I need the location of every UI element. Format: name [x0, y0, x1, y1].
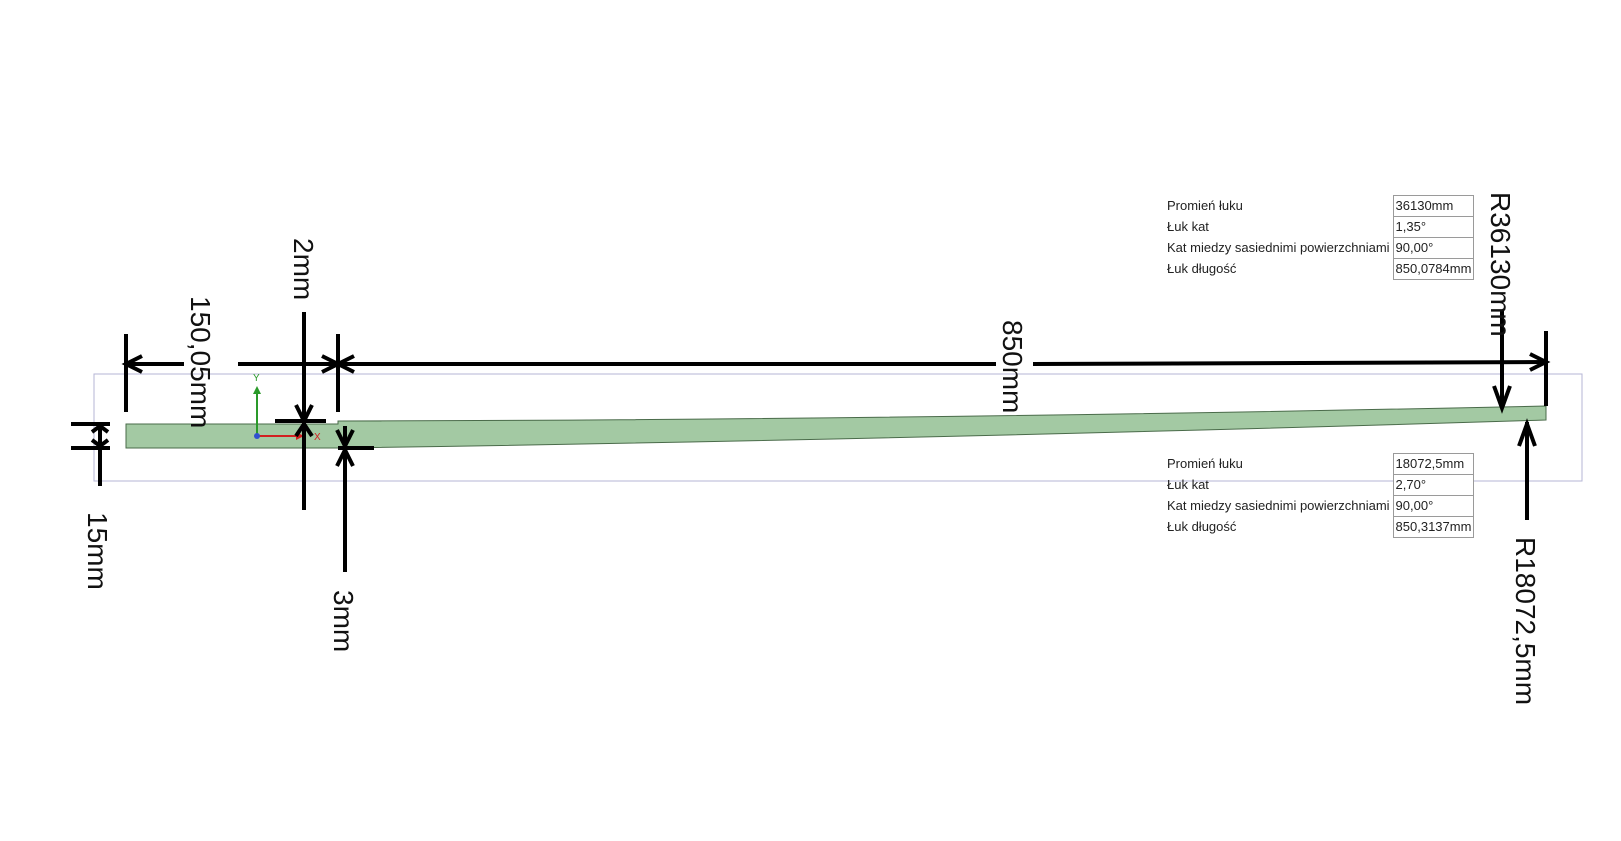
dimension-radius-top-label: R36130mm — [1485, 192, 1516, 337]
property-label: Promień łuku — [1167, 198, 1243, 213]
table-row: Kat miedzy sasiednimi powierzchniami 90,… — [1165, 237, 1475, 259]
part-body[interactable] — [125, 405, 1547, 449]
axis-y-arrow-icon — [253, 386, 261, 394]
table-row: Promień łuku 18072,5mm — [1165, 453, 1475, 475]
arc-properties-top: Promień łuku 36130mm Łuk kat 1,35° Kat m… — [1165, 195, 1475, 280]
property-label: Łuk kat — [1167, 477, 1209, 492]
property-value[interactable]: 90,00° — [1392, 237, 1475, 259]
property-value[interactable]: 850,0784mm — [1392, 258, 1475, 280]
selection-frame — [93, 373, 1583, 482]
property-label: Kat miedzy sasiednimi powierzchniami — [1167, 240, 1390, 255]
dimension-length-label: 850mm — [997, 320, 1028, 413]
dimension-step-bottom-label: 3mm — [328, 590, 359, 652]
property-label: Kat miedzy sasiednimi powierzchniami — [1167, 498, 1390, 513]
dimension-thickness[interactable] — [71, 422, 110, 486]
property-value[interactable]: 36130mm — [1392, 195, 1475, 217]
dimension-step-top[interactable] — [275, 312, 326, 510]
dimension-radius-bottom-label: R18072,5mm — [1510, 537, 1541, 705]
property-label: Łuk długość — [1167, 519, 1237, 534]
property-label: Łuk długość — [1167, 261, 1237, 276]
table-row: Łuk długość 850,3137mm — [1165, 516, 1475, 538]
arc-properties-bottom: Promień łuku 18072,5mm Łuk kat 2,70° Kat… — [1165, 453, 1475, 538]
origin-point — [254, 433, 260, 439]
dimension-offset-label: 150,05mm — [185, 296, 216, 428]
dimension-length[interactable] — [333, 331, 1551, 406]
dimension-step-top-label: 2mm — [288, 238, 319, 300]
property-value[interactable]: 2,70° — [1392, 474, 1475, 496]
axis-y-label: Y — [253, 373, 260, 384]
property-label: Łuk kat — [1167, 219, 1209, 234]
dimension-radius-top[interactable] — [1492, 310, 1512, 414]
dimension-step-bottom[interactable] — [335, 426, 374, 572]
property-value[interactable]: 850,3137mm — [1392, 516, 1475, 538]
axis-x-label: X — [314, 432, 321, 443]
property-value[interactable]: 1,35° — [1392, 216, 1475, 238]
dimension-thickness-label: 15mm — [82, 512, 113, 590]
property-value[interactable]: 18072,5mm — [1392, 453, 1475, 475]
dimension-offset[interactable] — [121, 334, 343, 412]
table-row: Łuk kat 1,35° — [1165, 216, 1475, 238]
dimension-radius-bottom[interactable] — [1517, 418, 1537, 520]
table-row: Łuk długość 850,0784mm — [1165, 258, 1475, 280]
property-value[interactable]: 90,00° — [1392, 495, 1475, 517]
table-row: Promień łuku 36130mm — [1165, 195, 1475, 217]
table-row: Łuk kat 2,70° — [1165, 474, 1475, 496]
property-label: Promień łuku — [1167, 456, 1243, 471]
table-row: Kat miedzy sasiednimi powierzchniami 90,… — [1165, 495, 1475, 517]
